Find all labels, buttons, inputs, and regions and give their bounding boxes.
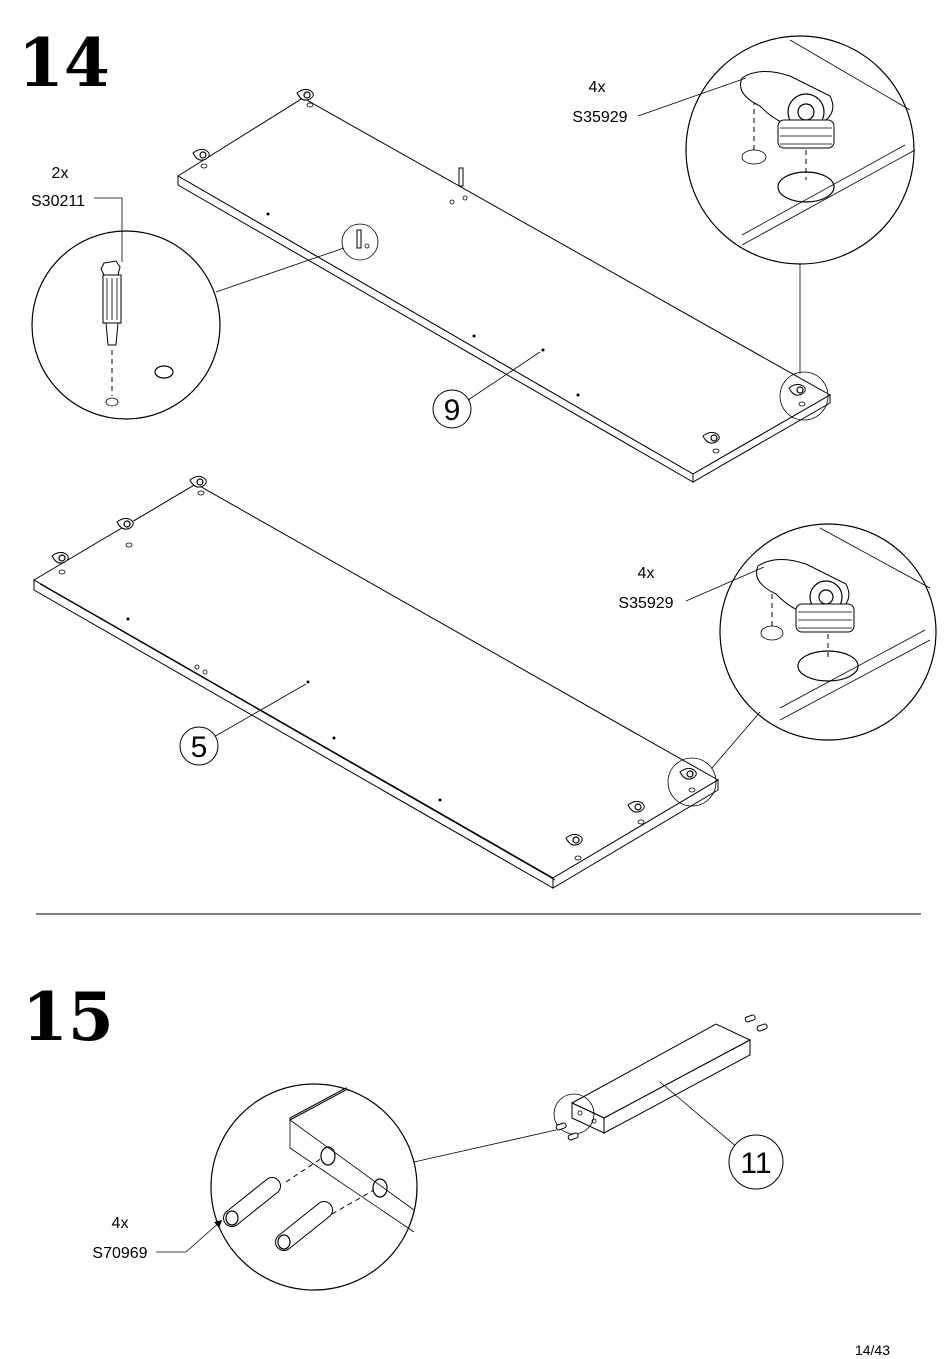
dowels-code: S70969	[92, 1245, 147, 1262]
panel-9-drawing	[178, 89, 830, 482]
step-15-number: 15	[22, 978, 114, 1056]
dowels-qty: 4x	[112, 1215, 129, 1232]
dowel-bolt-detail	[32, 231, 220, 419]
dowel-bolt-qty: 2x	[52, 165, 69, 182]
part-9-label: 9	[444, 394, 461, 427]
part-5-label: 5	[191, 731, 208, 764]
cam-bottom-qty: 4x	[638, 565, 655, 582]
page-number: 14/43	[855, 1342, 890, 1358]
dowel-bolt-icon	[459, 168, 463, 186]
dowel-bolt-code: S30211	[31, 193, 85, 210]
wood-dowel-icon	[224, 1178, 281, 1227]
cam-top-qty: 4x	[589, 79, 606, 96]
cam-lock-detail-bottom	[720, 524, 936, 740]
wood-dowel-icon	[276, 1202, 333, 1251]
cam-top-code: S35929	[572, 109, 627, 126]
cam-lock-detail-top	[686, 36, 915, 264]
rail-11-drawing	[554, 1014, 768, 1140]
cam-bottom-code: S35929	[618, 595, 673, 612]
panel-5-drawing	[34, 476, 718, 888]
dowel-detail	[211, 1084, 417, 1290]
step-14-number: 14	[18, 24, 110, 102]
part-11-label: 11	[740, 1147, 771, 1180]
